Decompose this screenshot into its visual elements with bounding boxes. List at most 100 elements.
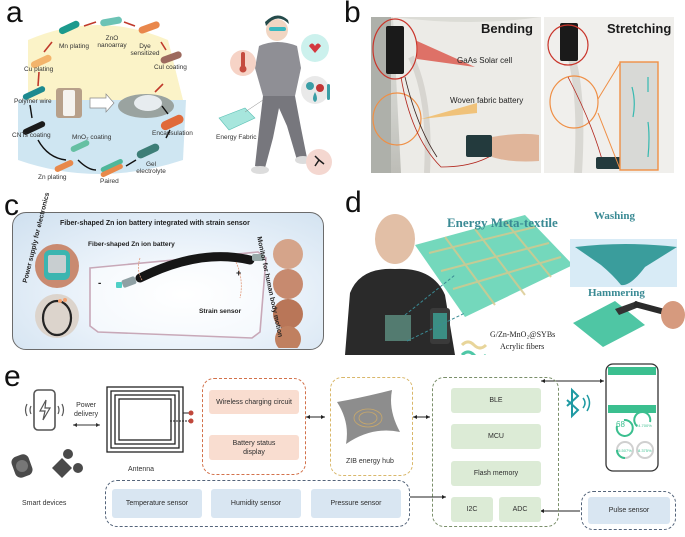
runner-illustration [218,15,332,175]
stretch-zoom-inset [619,61,659,171]
substrate-frame [89,251,267,339]
wireless-waves-icon [24,403,65,417]
meta-textile-weave [415,215,573,317]
legend-syb-label: G/Zn-MnO₂@SYBs [490,330,556,339]
panel-e-letter: e [4,360,21,393]
gaas-solar-cell [386,26,404,74]
step-cnts-coating: CNTs coating [12,132,51,139]
hand-photo-2 [273,269,303,299]
smart-devices-label: Smart devices [22,500,67,507]
minus-terminal: - [98,278,102,289]
phone-icon [33,389,56,431]
phone-reading-3: 45.507% [616,448,632,453]
phone-reading-2: 24.700% [636,423,652,428]
charging-module-group [202,378,306,475]
gaas-solar-cell-callout: GaAs Solar cell [457,56,513,65]
battery-status-line2: display [243,448,265,456]
earbuds-icon [52,458,72,478]
panel-a-letter: a [6,0,23,29]
red-arrows [37,21,167,93]
zib-energy-hub-image [337,390,400,444]
hand-photo-1 [273,239,303,269]
step-zn-plating: Zn plating [38,174,67,181]
motion-sensor-icon [306,149,332,175]
knee-photo [273,299,303,329]
step-cu-plating: Cu plating [24,66,54,73]
textile-patch [385,315,411,341]
step-dye-sensitized: Dye sensitized [130,43,160,57]
ble-box: BLE [451,388,541,413]
fiber-battery-label: Fiber-shaped Zn ion battery [88,241,175,248]
antenna-label: Antenna [128,466,155,473]
legend-swatch-acrylic [460,350,486,355]
black-arrows [29,104,171,171]
step-paired: Paired [100,178,119,185]
system-diagram-wiring [11,363,659,513]
human-model-head [375,214,415,264]
panel-c-title: Fiber-shaped Zn ion battery integrated w… [60,220,250,227]
step-gel-electrolyte: Gel electrolyte [136,161,166,175]
human-model-shirt [345,268,455,355]
lightning-icon [38,399,52,421]
mcu-box: MCU [451,424,541,449]
elbow-photo [275,326,301,348]
antenna-coil [106,386,184,453]
runner-shirt [255,42,301,96]
smartwatch [466,135,492,157]
energy-fabric-swatch [218,107,256,131]
bending-title: Bending [481,21,533,36]
power-delivery-line2: delivery [74,411,99,418]
meta-textile-illustration [345,214,685,355]
panel-a-fabrication-cycle [18,16,186,178]
legend-swatch-syb [460,340,488,350]
phone-reading-bpm: 68 [616,420,625,429]
zib-energy-hub-label: ZIB energy hub [346,458,394,465]
energy-meta-textile-title: Energy Meta-textile [447,215,558,230]
step-mn-plating: Mn plating [59,43,89,50]
temperature-sensor-box: Temperature sensor [112,489,202,518]
step-mno2-coating: MnO₂ coating [72,134,112,141]
panel-b-letter: b [344,0,361,29]
fiber-icons [22,16,184,178]
woven-fabric-battery-callout: Woven fabric battery [450,96,524,105]
bending-photo [371,17,541,173]
cycle-bg-top [28,25,183,100]
washing-title: Washing [594,210,635,222]
sunglasses-icon [269,27,286,31]
fiber-battery [135,252,255,283]
step-zno-nanoarray: ZnO nanoarray [97,35,127,49]
adc-box: ADC [499,497,541,522]
wireless-charging-circuit-box: Wireless charging circuit [209,390,299,414]
panel-d-letter: d [345,186,362,219]
flash-memory-box: Flash memory [451,461,541,486]
pulse-sensor-box: Pulse sensor [588,497,670,524]
battery-status-display-box: Battery status display [209,435,299,460]
stretching-title: Stretching [607,21,672,36]
panel-c-letter: c [4,189,19,222]
step-encapsulation: Encapsulation [152,130,193,137]
step-cui-coating: CuI coating [154,64,187,71]
fiber-battery-diagram [35,239,303,348]
legend-acrylic-label: Acrylic fibers [500,342,545,351]
plus-terminal: + [236,268,242,278]
power-delivery-label: Power delivery [74,401,98,419]
runner-legs [255,96,307,168]
step-polymer-wire: Polymer wire [14,98,52,105]
battery-status-line1: Battery status [232,439,276,447]
humidity-sensor-box: Humidity sensor [211,489,301,518]
power-delivery-line1: Power [76,402,96,409]
process-arrow [89,93,115,113]
hammer-icon [615,301,639,315]
strain-sensor-label: Strain sensor [199,308,242,315]
mcu-module-group [432,377,559,527]
energy-fabric-label: Energy Fabric [216,134,257,141]
bluetooth-icon [566,387,580,419]
stretching-photo [544,17,674,173]
pressure-sensor-box: Pressure sensor [311,489,401,518]
phone-reading-4: 8.375% [638,448,652,453]
hammering-title: Hammering [588,287,645,299]
sensor-group [105,480,410,527]
i2c-box: I2C [451,497,493,522]
pulse-sensor-group [581,491,676,530]
zib-energy-hub-group [330,377,413,476]
